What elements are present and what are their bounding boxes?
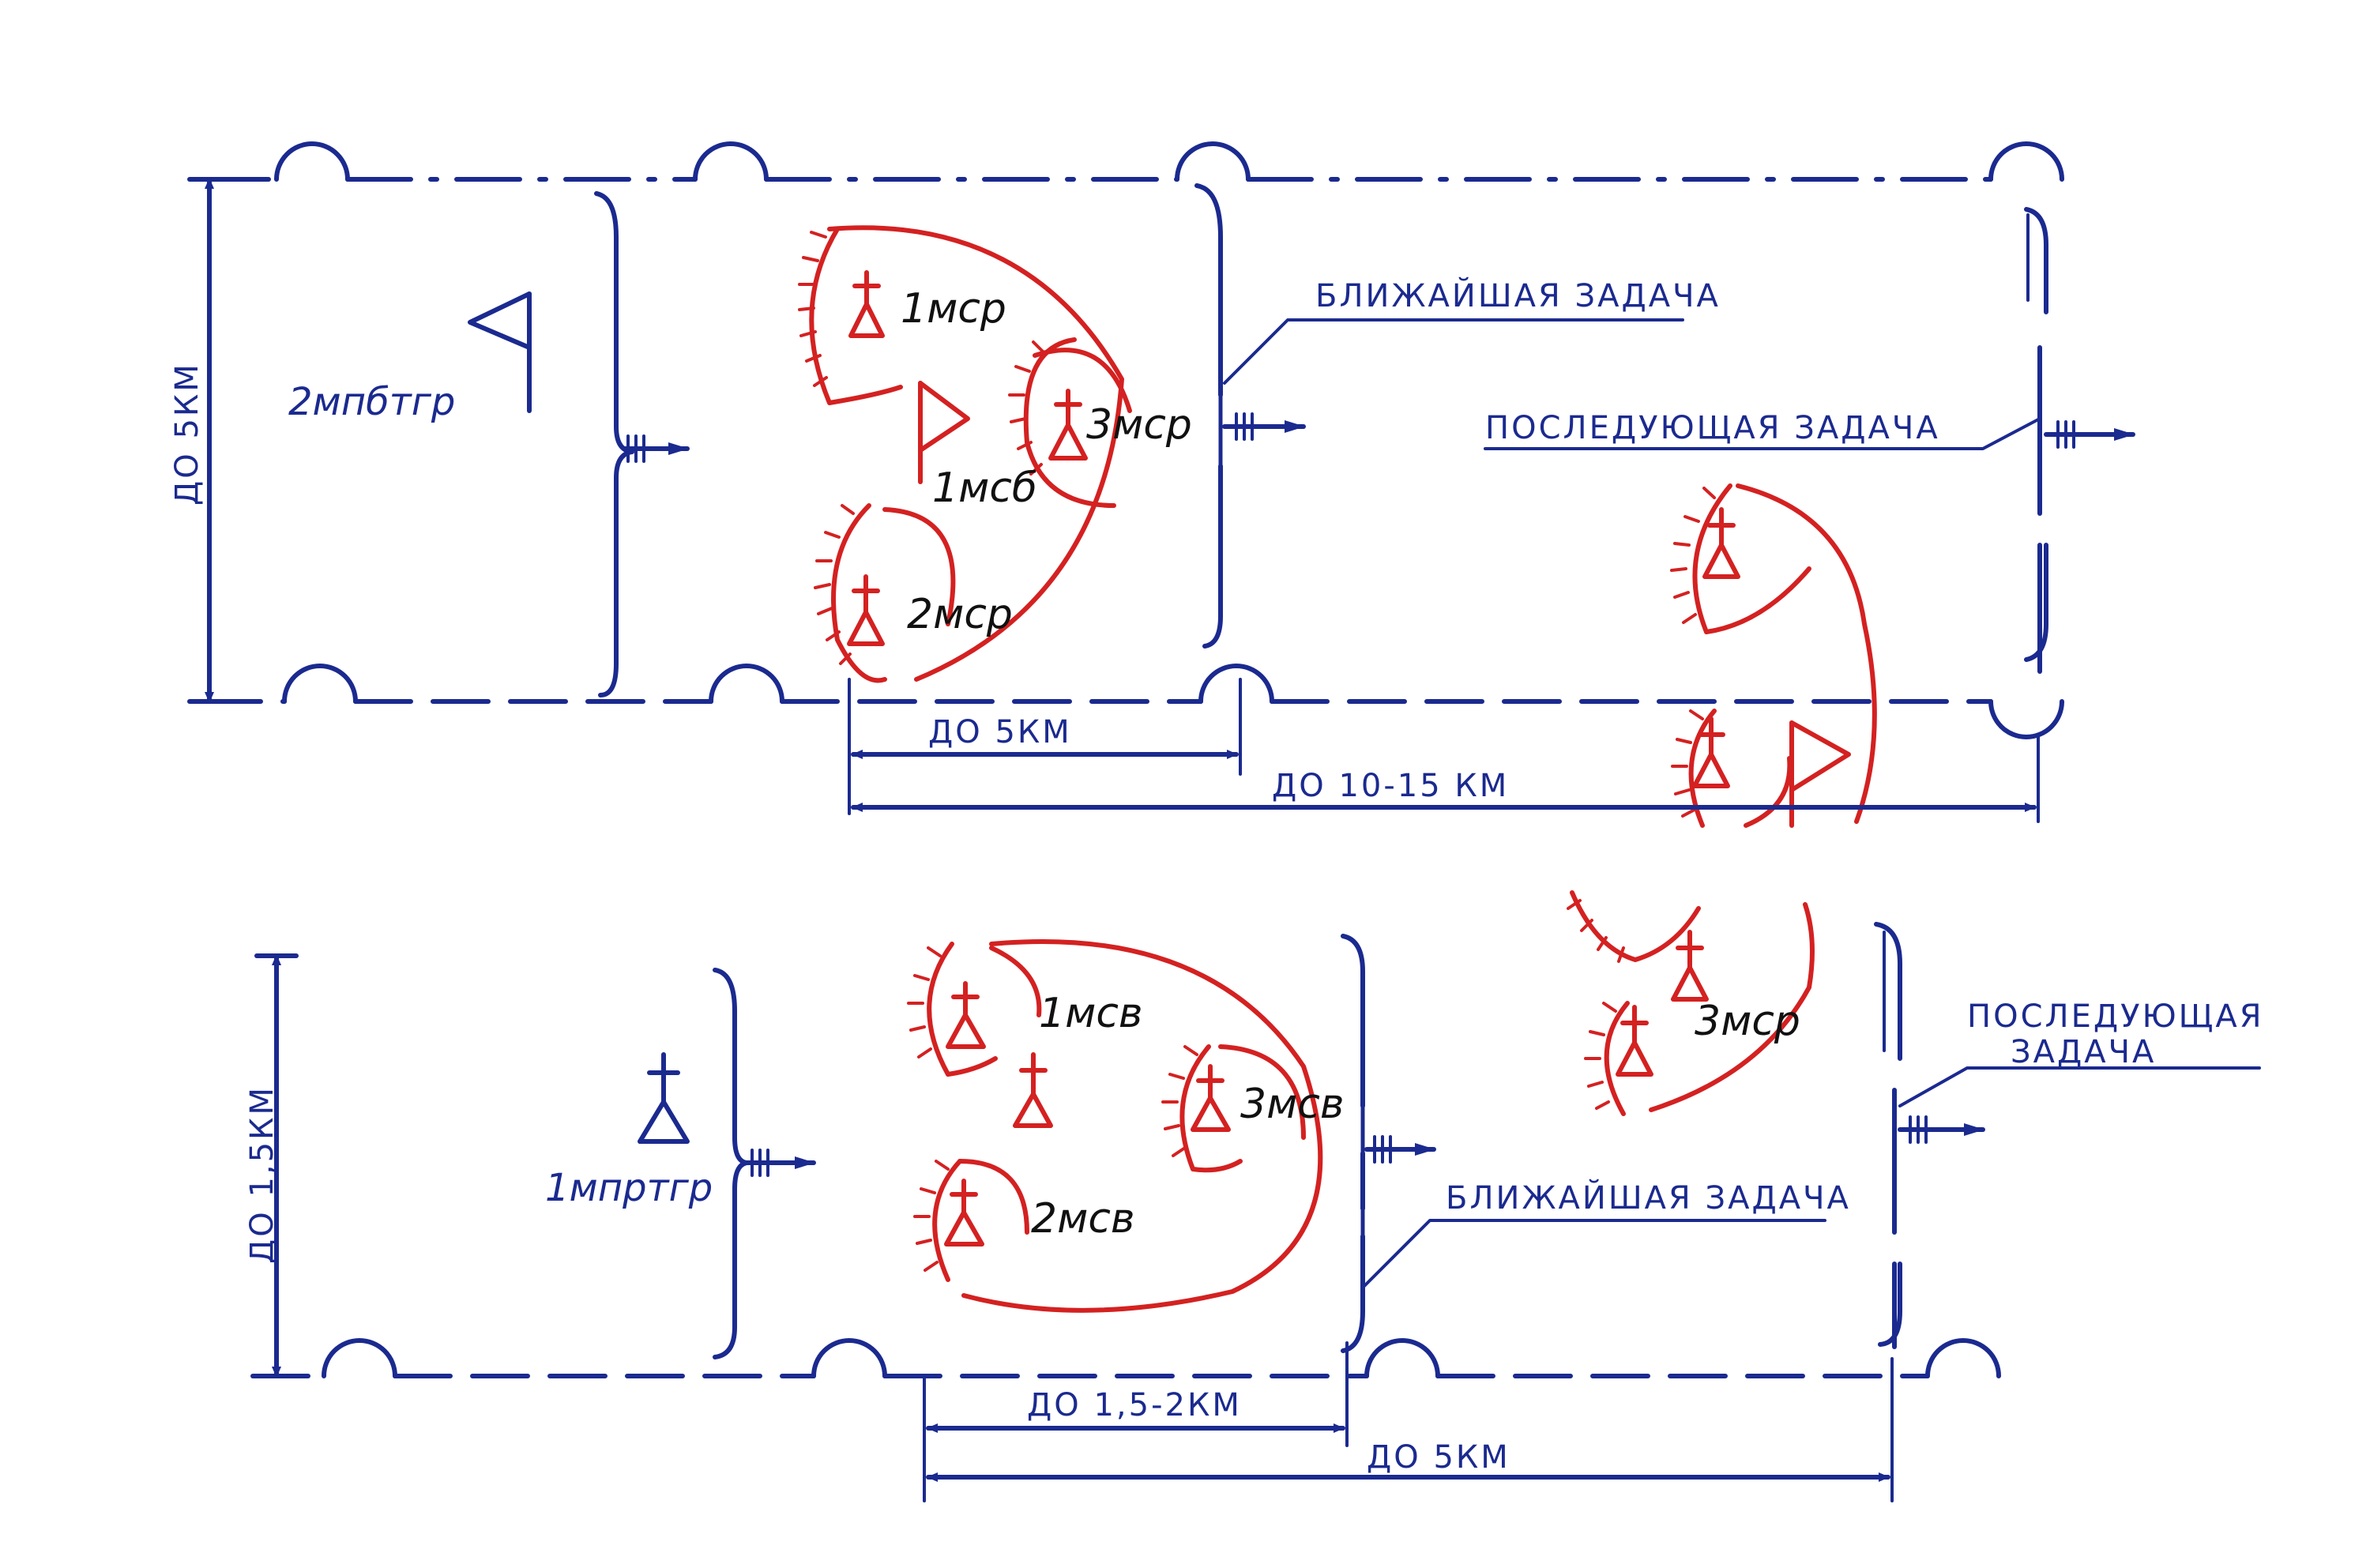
platoon-3-icon (1191, 1064, 1231, 1132)
bottom-dist-near-dimension: ДО 1,5-2КМ (923, 1341, 1349, 1502)
company-3-label: 3мср (1086, 401, 1192, 449)
bottom-subsequent-label-2: ЗАДАЧА (2011, 1034, 2156, 1070)
battalion-flag-icon (918, 381, 970, 484)
bottom-reserve-icon (638, 1052, 690, 1144)
reserve-advance-arrow (622, 434, 690, 463)
bottom-dist-near-label: ДО 1,5-2КМ (1027, 1387, 1242, 1423)
top-scheme: ДО 5КМ 2мпбтгр (169, 141, 2135, 828)
subsequent-task-leader (1484, 417, 2041, 450)
battalion-formation (798, 225, 1132, 683)
company-formation: 1мсв 3мсв (907, 938, 1345, 1313)
top-boundary-top (203, 141, 2064, 182)
bottom-reserve-label: 1мпртгр (545, 1166, 713, 1210)
platoon-2-label: 2мсв (1031, 1195, 1135, 1243)
company-1-icon (848, 270, 885, 338)
bottom-reserve-arrow (740, 1149, 816, 1177)
bottom-subsequent-task-line (1874, 922, 1902, 1349)
bottom-depth-dimension: ДО 1,5КМ (244, 953, 299, 1378)
subsequent-task-line (2024, 207, 2048, 674)
bottom-depth-label: ДО 1,5КМ (244, 1085, 280, 1264)
bottom-scheme: ДО 1,5КМ 1мпртгр 1 (244, 890, 2264, 1502)
company-commander-icon (1013, 1052, 1053, 1128)
second-echelon-formation (1670, 483, 1877, 828)
next-company-formation: 3мср (1567, 890, 1815, 1116)
reserve-unit-label: 2мпбтгр (288, 380, 455, 424)
depth-label: ДО 5КМ (169, 362, 205, 506)
echelon-company-a-icon (1702, 507, 1740, 579)
echelon-flag-icon (1789, 720, 1851, 828)
platoon-1-label: 1мсв (1039, 990, 1143, 1037)
next-company-label: 3мср (1695, 998, 1800, 1045)
depth-dimension: ДО 5КМ (169, 177, 231, 704)
immediate-task-leader (1223, 318, 1684, 385)
platoon-2-icon (944, 1179, 984, 1247)
dist-far-label: ДО 10-15 КМ (1272, 768, 1509, 804)
battalion-flag-label: 1мсб (932, 464, 1037, 512)
bottom-dist-far-dimension: ДО 5КМ (926, 1357, 1894, 1502)
next-company-icon-b (1616, 1005, 1653, 1077)
dist-far-dimension: ДО 10-15 КМ (851, 733, 2040, 823)
bottom-subsequent-leader (1898, 1066, 2261, 1107)
dist-near-dimension: ДО 5КМ (848, 678, 1242, 815)
bottom-dist-far-label: ДО 5КМ (1367, 1439, 1510, 1476)
company-2-label: 2мср (907, 591, 1013, 638)
subsequent-task-label: ПОСЛЕДУЮЩАЯ ЗАДАЧА (1485, 410, 1940, 446)
top-boundary-bottom (203, 664, 2064, 739)
bottom-immediate-label: БЛИЖАЙШАЯ ЗАДАЧА (1446, 1179, 1851, 1216)
platoon-1-icon (946, 981, 986, 1049)
company-1-label: 1мср (901, 285, 1006, 333)
bottom-boundary (250, 1338, 2001, 1378)
bottom-immediate-arrow (1364, 1135, 1436, 1164)
echelon-company-b-icon (1692, 716, 1730, 788)
company-3-icon (1048, 389, 1088, 461)
next-company-icon-a (1671, 930, 1709, 1002)
subsequent-advance-arrow (2044, 420, 2135, 449)
bottom-subsequent-arrow (1898, 1115, 1985, 1144)
platoon-3-label: 3мсв (1240, 1081, 1345, 1128)
dist-near-label: ДО 5КМ (928, 714, 1072, 750)
reserve-brace (594, 191, 634, 698)
company-2-icon (847, 574, 885, 646)
immediate-task-line (1194, 183, 1223, 649)
bottom-immediate-task-line (1341, 934, 1365, 1353)
bottom-immediate-leader (1361, 1219, 1826, 1289)
immediate-task-label: БЛИЖАЙШАЯ ЗАДАЧА (1315, 276, 1721, 314)
bottom-subsequent-label-1: ПОСЛЕДУЮЩАЯ (1967, 998, 2264, 1035)
reserve-flag-icon (468, 291, 532, 413)
immediate-advance-arrow (1222, 412, 1306, 441)
